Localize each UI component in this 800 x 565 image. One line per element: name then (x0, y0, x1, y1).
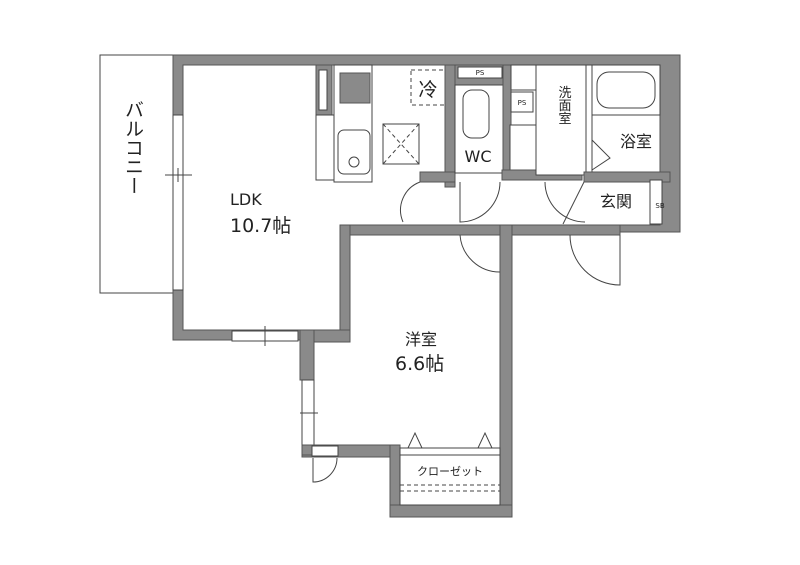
fridge-label: 冷 (418, 79, 437, 101)
shoebox-label: SB (655, 202, 664, 210)
bathroom-label: 浴室 (620, 132, 652, 151)
wall-corridor (339, 224, 511, 236)
sink-icon (337, 129, 371, 175)
balcony (99, 54, 174, 294)
wc-label: WC (465, 147, 492, 166)
closet-door[interactable] (407, 431, 493, 449)
balcony-label: バルコニー (122, 100, 144, 195)
ldk-door[interactable] (400, 181, 421, 223)
ps-box (318, 69, 328, 111)
washroom (535, 64, 587, 176)
ldk-size: 10.7帖 (230, 215, 291, 237)
entrance-label: 玄関 (600, 192, 632, 211)
ldk-window (172, 114, 184, 291)
western-door[interactable] (459, 234, 501, 273)
closet-label: クローゼット (417, 465, 483, 478)
ldk-label: LDK (230, 190, 262, 209)
svg-text:PS: PS (518, 99, 527, 107)
ps-label: PS (476, 69, 485, 77)
toilet-icon (462, 89, 490, 139)
closet (399, 447, 501, 506)
washroom-door[interactable] (544, 181, 586, 223)
entrance-door[interactable] (569, 234, 621, 286)
stove-icon (339, 72, 371, 104)
western-room-label: 洋室 (405, 330, 437, 349)
washroom-label: 洗面室 (556, 86, 572, 125)
shoebox (649, 179, 663, 225)
western-room-size: 6.6帖 (395, 353, 444, 375)
wc-door[interactable] (459, 181, 501, 223)
